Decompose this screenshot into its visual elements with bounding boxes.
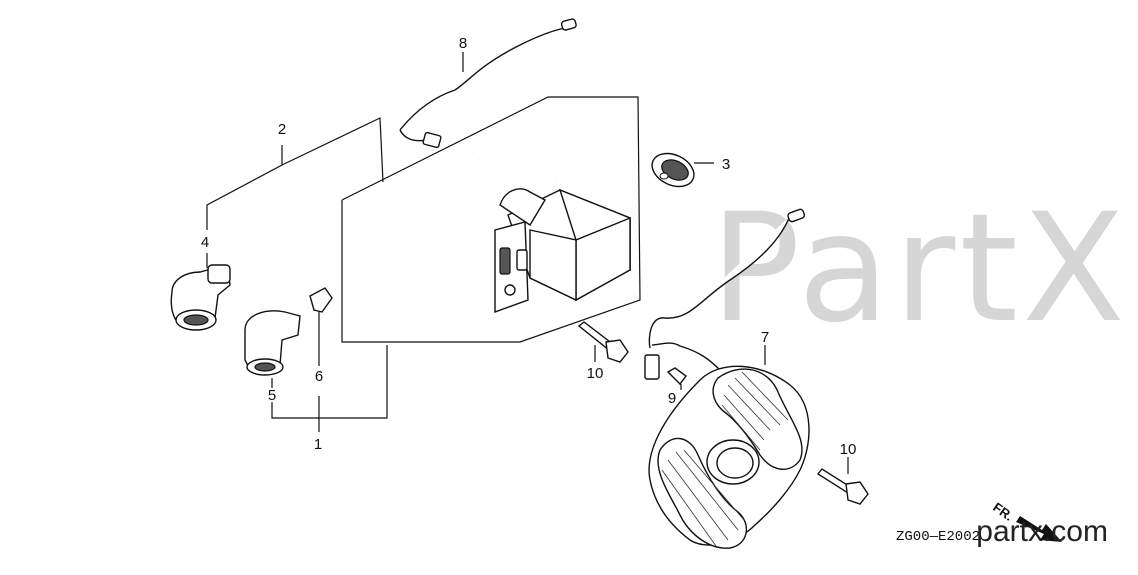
exciter-coil-part-7 — [644, 208, 810, 549]
callout-1: 1 — [314, 436, 322, 453]
bolt-part-10-lower — [816, 457, 869, 505]
watermark-small-text: partx.com — [976, 515, 1108, 548]
watermark-large-text: PartX — [710, 182, 1129, 356]
bolt-part-10-upper — [577, 321, 629, 363]
callout-6: 6 — [315, 368, 323, 385]
rubber-boot-part-5 — [244, 310, 301, 388]
callout-10-lower: 10 — [840, 441, 857, 458]
callout-3: 3 — [722, 156, 730, 173]
grommet-part-3 — [651, 152, 714, 188]
callout-labels: 1 2 3 4 5 6 7 8 9 10 10 — [201, 35, 857, 458]
callout-5: 5 — [268, 387, 276, 404]
callout-7: 7 — [761, 329, 769, 346]
watermark: PartX — [710, 182, 1129, 356]
spark-plug-cap-part-4 — [170, 253, 231, 331]
callout-9: 9 — [668, 390, 676, 407]
assembly-bracket-1 — [271, 345, 388, 432]
terminal-part-6 — [309, 287, 333, 366]
callout-8: 8 — [459, 35, 467, 52]
diagram-code: ZG00—E2002 — [896, 529, 980, 545]
callout-2: 2 — [278, 121, 286, 138]
wire-harness-part-8 — [399, 18, 577, 149]
bolt-part-9 — [666, 367, 687, 390]
ignition-coil-outline-box — [341, 96, 641, 343]
callout-4: 4 — [201, 234, 209, 251]
callout-10-upper: 10 — [587, 365, 604, 382]
assembly-bracket-2 — [206, 117, 384, 230]
ignition-coil — [349, 115, 631, 313]
front-arrow-icon — [1016, 516, 1062, 542]
